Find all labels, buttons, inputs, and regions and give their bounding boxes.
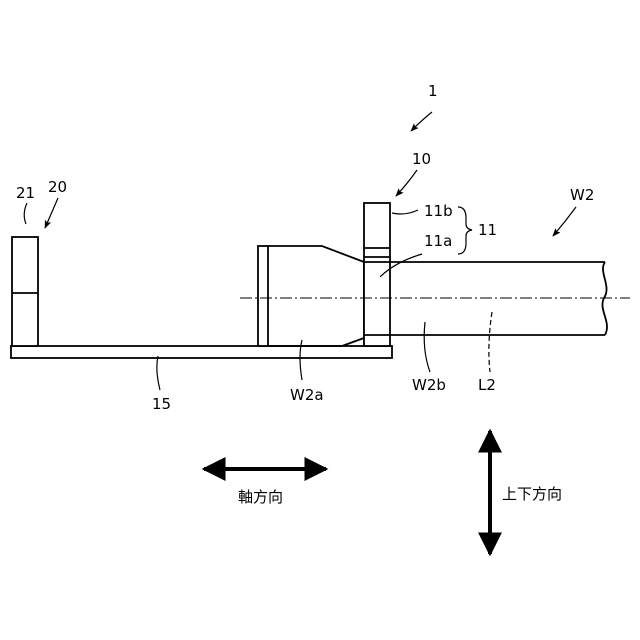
label-part-21: 21 [16,184,35,202]
label-workpiece-w2: W2 [570,186,594,204]
label-workpiece-w2a: W2a [290,386,324,404]
label-part-11: 11 [478,221,497,239]
support-block-21 [12,237,38,346]
label-workpiece-w2b: W2b [412,376,446,394]
label-unit-10: 10 [412,150,431,168]
label-part-11a: 11a [424,232,452,250]
base-plate-15 [11,346,392,358]
label-base-15: 15 [152,395,171,413]
label-assembly-1: 1 [428,82,438,100]
label-part-11b: 11b [424,202,453,220]
workpiece-w2a [258,246,364,346]
axial-direction-label: 軸方向 [238,488,283,506]
vertical-direction-label: 上下方向 [502,485,562,503]
label-unit-20: 20 [48,178,67,196]
label-axis-l2: L2 [478,376,496,394]
clamp-block-11 [364,203,390,346]
brace-11 [458,207,472,254]
